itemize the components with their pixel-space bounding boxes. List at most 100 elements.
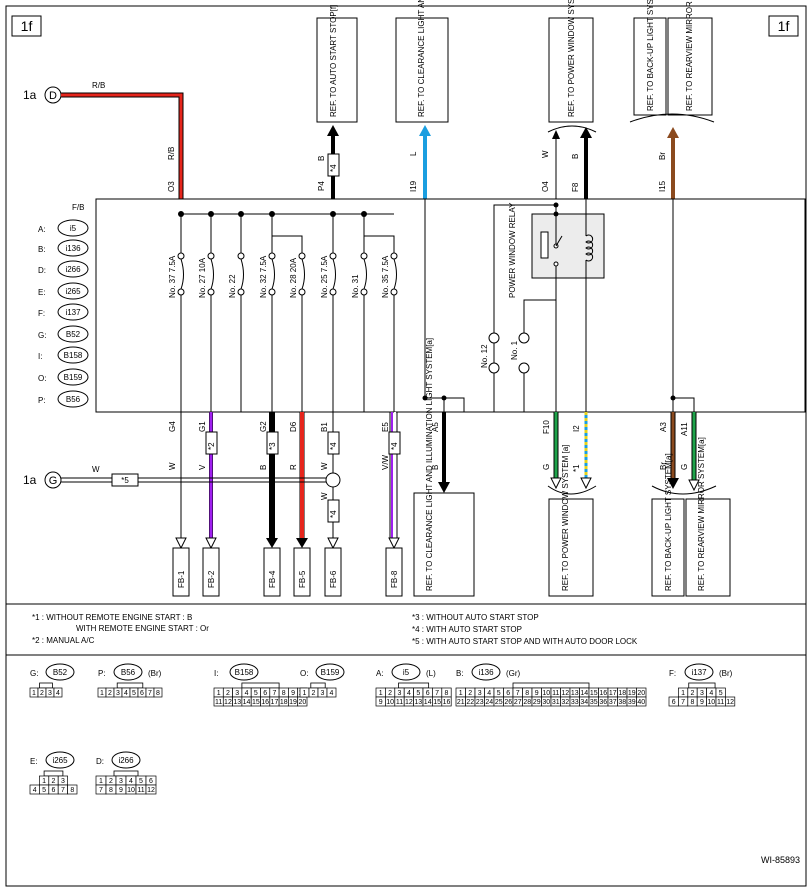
connector-pin: 6	[672, 699, 676, 706]
connector-pin: 3	[235, 690, 239, 697]
connector-pin: 8	[109, 787, 113, 794]
fuse-col-3: No. 22	[228, 214, 245, 412]
connector-pin: 9	[379, 699, 383, 706]
connector-pin: 12	[561, 690, 569, 697]
page-id-right: 1f	[778, 18, 790, 34]
fuse-box	[95, 198, 806, 413]
page-frame	[5, 5, 807, 887]
mirror-top-arc	[629, 113, 715, 123]
connector-code: F:	[669, 669, 676, 678]
connector-id: B52	[53, 668, 68, 677]
arrow-p4	[327, 125, 339, 136]
top-wire-label-b2: B	[571, 154, 580, 159]
connector-pin: 23	[476, 699, 484, 706]
g-conn-circle	[44, 471, 62, 489]
note-3: *3 : WITHOUT AUTO START STOP	[412, 613, 539, 622]
connector-pin: 2	[40, 690, 44, 697]
connector-pin: 11	[717, 699, 724, 706]
connector-pin: 1	[379, 690, 383, 697]
fuse-label-1: No. 37 7.5A	[168, 255, 177, 298]
g-star5: *5	[121, 476, 129, 485]
connector-pin: 3	[321, 690, 325, 697]
connector-pin: 8	[282, 690, 286, 697]
bottom-star-splice: *4	[329, 510, 338, 518]
connector-pin: 31	[552, 699, 560, 706]
bottom-wire-label-2: V	[198, 464, 207, 470]
connector-pin: 12	[147, 787, 155, 794]
key-code-g: G:	[38, 331, 46, 340]
connector-pin: 40	[637, 699, 645, 706]
connector-pin: 4	[56, 690, 60, 697]
connector-id: i136	[478, 668, 494, 677]
page-id-left: 1f	[21, 18, 33, 34]
bottom-pin-5: B1	[320, 422, 329, 432]
bottom-pin-1: G4	[168, 421, 177, 432]
connector-color: (L)	[426, 669, 436, 678]
connector-pin: 14	[580, 690, 588, 697]
connector-pin: 6	[140, 690, 144, 697]
connector-pin: 39	[628, 699, 636, 706]
connector-pin: 2	[691, 690, 695, 697]
bottom-ref-mirror-text: REF. TO REARVIEW MIRROR SYSTEM[a]	[697, 437, 706, 591]
connector-pin: 13	[571, 690, 579, 697]
relay-label: POWER WINDOW RELAY	[508, 202, 517, 298]
page-id-box-left	[11, 15, 42, 37]
connector-pin: 15	[590, 690, 598, 697]
connector-code: O:	[300, 669, 308, 678]
fuse-col-8: No. 35 7.5A	[363, 214, 398, 412]
connector-pin: 7	[99, 787, 103, 794]
bottom-star-5: *4	[329, 442, 338, 450]
connector-pin: 6	[149, 778, 153, 785]
connector-pin: 38	[618, 699, 626, 706]
page-id-box-right	[768, 15, 799, 37]
connector-code: E:	[30, 757, 38, 766]
pw-bottom-arc	[547, 485, 597, 495]
connector-pin: 26	[504, 699, 512, 706]
ref-auto-start-text: REF. TO AUTO START STOP[f]	[329, 5, 338, 117]
connector-pin: 11	[215, 699, 222, 706]
connector-pin: 15	[252, 699, 260, 706]
connector-pin: 15	[433, 699, 441, 706]
connector-pin: 4	[407, 690, 411, 697]
connector-pin: 3	[116, 690, 120, 697]
key-code-p: P:	[38, 396, 46, 405]
bottom-wire-label-b2: B	[431, 465, 440, 470]
bottom-wire-label-g: G	[542, 464, 551, 470]
connector-pin: 9	[700, 699, 704, 706]
top-wire-label-b: B	[317, 156, 326, 161]
bottom-ref-clearance: REF. TO CLEARANCE LIGHT AND ILLUMINATION…	[413, 338, 475, 597]
connector-code: P:	[98, 669, 106, 678]
connector-pin: 5	[132, 690, 136, 697]
connector-pin: 8	[691, 699, 695, 706]
connector-pin: 33	[571, 699, 579, 706]
pw-top-arc	[547, 125, 597, 133]
connector-pin: 34	[580, 699, 588, 706]
note-4: *4 : WITH AUTO START STOP	[412, 625, 522, 634]
connector-pin: 3	[398, 690, 402, 697]
key-code-d: D:	[38, 266, 46, 275]
top-ref-backup: REF. TO BACK-UP LIGHT SYSTEM[a]	[633, 0, 667, 116]
connector-pin: 3	[48, 690, 52, 697]
connector-pin: 25	[495, 699, 503, 706]
top-ref-clearance: REF. TO CLEARANCE LIGHT AND ILLUMINATION…	[395, 0, 449, 123]
key-code-f: F:	[38, 309, 45, 318]
fuse-col-6: No. 25 7.5A	[320, 214, 337, 412]
d-conn-ref: 1a	[23, 88, 37, 102]
fuse-label-7: No. 31	[351, 274, 360, 298]
fuse-label-4: No. 32 7.5A	[259, 255, 268, 298]
ref-backup-text: REF. TO BACK-UP LIGHT SYSTEM[a]	[646, 0, 655, 111]
key-id-g: B52	[66, 330, 81, 339]
connector-pin: 3	[61, 778, 65, 785]
top-ref-power-window: REF. TO POWER WINDOW SYSTEM [a]	[548, 0, 594, 123]
connector-pin: 10	[386, 699, 394, 706]
fb-label-2: FB-2	[207, 570, 216, 588]
top-wire-label-l: L	[409, 151, 418, 156]
connector-id: i266	[118, 756, 134, 765]
